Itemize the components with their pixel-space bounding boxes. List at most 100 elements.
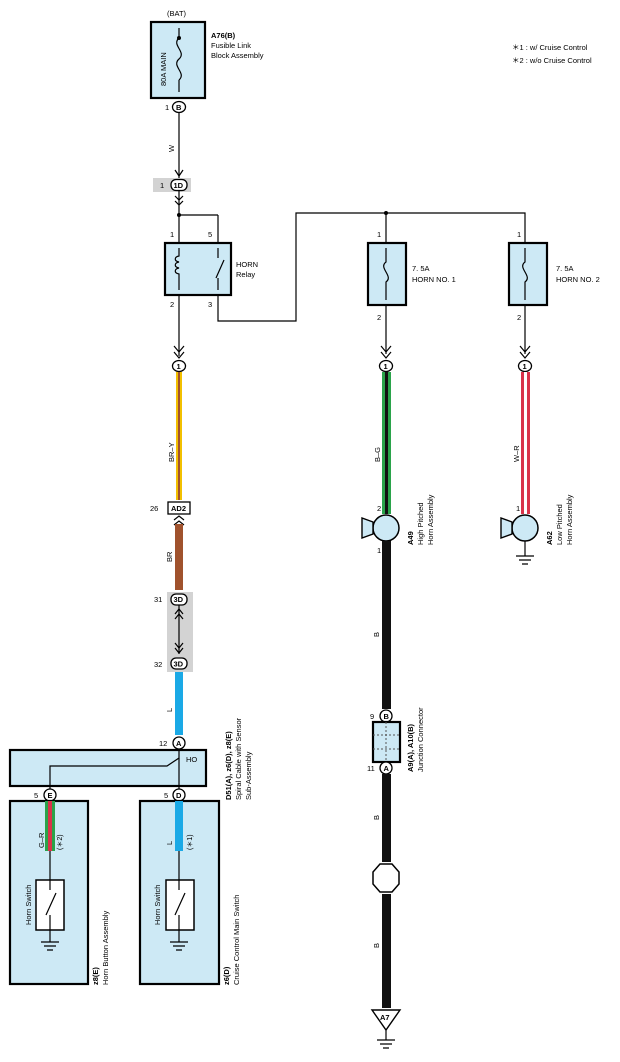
high-horn-name2: Horn Assembly	[426, 494, 435, 545]
high-horn-pin-out: 1	[377, 546, 381, 555]
connector-low-horn	[517, 359, 533, 373]
wire-b-ground	[382, 541, 391, 709]
pin-12: 12	[159, 739, 167, 748]
wire-w-label: W	[167, 144, 176, 152]
ground-point-code: A7	[380, 1013, 390, 1022]
horn-button-code: z8(E)	[91, 967, 100, 985]
fusible-link-pin: 1	[165, 103, 169, 112]
fusible-link-name1: Fusible Link	[211, 41, 251, 50]
note-cruise-control: ＊1 : w/ Cruise Control	[512, 43, 588, 52]
fuse1-icon	[383, 248, 389, 300]
junction-code: A9(A), A10(B)	[406, 723, 415, 772]
connector-left-1	[171, 359, 187, 373]
ground-1-icon	[41, 941, 59, 951]
horn-switch-1-icon	[45, 880, 57, 942]
battery-label: (BAT)	[167, 9, 187, 18]
horn-switch-1-label: Horn Switch	[24, 885, 33, 925]
pin-32: 32	[154, 660, 162, 669]
wire-b-label-1: B	[372, 632, 381, 637]
wire-br-y-label: BR–Y	[167, 442, 176, 462]
wire-w-r-label: W–R	[512, 445, 521, 462]
fuse1-pin-top: 1	[377, 230, 381, 239]
horn-button-name: Horn Button Assembly	[101, 911, 110, 985]
fuse2-rating: 7. 5A	[556, 264, 574, 273]
spiral-cable-box	[8, 748, 208, 788]
relay-pin5: 5	[208, 230, 212, 239]
junction-pin-top: 9	[370, 712, 374, 721]
wire-l-cruise-label: L	[165, 841, 174, 845]
fuse1-pin-bottom: 2	[377, 313, 381, 322]
wire-g-r-label: G–R	[37, 832, 46, 848]
wire-l-cruise	[175, 801, 183, 851]
spiral-cable-name1: Spiral Cable with Sensor	[234, 717, 243, 800]
ground-4-icon	[516, 555, 534, 565]
high-horn-icon	[372, 514, 400, 542]
wire-br	[175, 524, 183, 590]
spiral-signal-label: HO	[186, 755, 197, 764]
low-horn-code: A62	[545, 531, 554, 545]
connector-junction-b-label: B	[384, 712, 390, 721]
ground-point-icon	[370, 1009, 402, 1032]
fuse2-box	[507, 241, 549, 307]
connector-1d-pin: 1	[160, 181, 164, 190]
low-horn-pin-in: 1	[516, 504, 520, 513]
low-horn-name1: Low Pitched	[555, 504, 564, 545]
connector-high-horn-label: 1	[384, 362, 388, 371]
fusible-link-code: A76(B)	[211, 31, 236, 40]
horn-switch-2-icon	[174, 880, 186, 942]
relay-name1: HORN	[236, 260, 258, 269]
connector-b-label: B	[176, 103, 182, 112]
horn-button-pin: 5	[34, 791, 38, 800]
wire-b-label-2: B	[372, 815, 381, 820]
fuse1-name: HORN NO. 1	[412, 275, 456, 284]
fusible-link-name2: Block Assembly	[211, 51, 264, 60]
horn-button-note: (＊2)	[57, 834, 64, 850]
wire-l	[175, 672, 183, 735]
connector-3d-bottom-label: 3D	[174, 660, 184, 669]
connector-d-label: D	[176, 791, 182, 800]
relay-pin1: 1	[170, 230, 174, 239]
low-horn-name2: Horn Assembly	[565, 494, 574, 545]
connector-left-1-label: 1	[177, 362, 181, 371]
cruise-switch-note: (＊1)	[187, 834, 194, 850]
spiral-cable-code: D51(A), z6(D), z8(E)	[224, 731, 233, 800]
relay-name2: Relay	[236, 270, 255, 279]
junction-pin-bottom: 11	[367, 764, 375, 773]
fuse2-name: HORN NO. 2	[556, 275, 600, 284]
high-horn-name1: High Pitched	[416, 502, 425, 545]
horn-switch-2-label: Horn Switch	[153, 885, 162, 925]
spiral-cable-name2: Sub-Assembly	[244, 751, 253, 800]
fuse2-icon	[522, 248, 528, 300]
connector-e-label: E	[48, 791, 53, 800]
connector-3d-top-label: 3D	[174, 595, 184, 604]
relay-coil-icon	[174, 248, 180, 290]
connector-ad2-label: AD2	[171, 504, 186, 513]
ground-2-icon	[170, 941, 188, 951]
wire-br-label: BR	[165, 551, 174, 562]
cruise-switch-code: z6(D)	[222, 966, 231, 985]
junction-name: Junction Connector	[416, 707, 425, 772]
wire-b-g-label: B–G	[373, 447, 382, 462]
connector-1d-label: 1D	[174, 181, 184, 190]
low-horn-icon	[511, 514, 539, 542]
ground-3-icon	[377, 1030, 395, 1049]
cruise-switch-name: Cruise Control Main Switch	[232, 895, 241, 985]
connector-low-horn-label: 1	[523, 362, 527, 371]
splice-point-icon	[372, 863, 400, 893]
fuse2-pin-bottom: 2	[517, 313, 521, 322]
connector-ad2	[167, 501, 191, 515]
note-no-cruise-control: ＊2 : w/o Cruise Control	[512, 56, 592, 65]
fuse2-pin-top: 1	[517, 230, 521, 239]
wire-l-label: L	[165, 708, 174, 712]
connector-junction-a-label: A	[384, 764, 390, 773]
pin-26: 26	[150, 504, 158, 513]
connector-a-spiral-label: A	[176, 739, 182, 748]
high-horn-code: A49	[406, 531, 415, 545]
horn-relay-box	[163, 241, 233, 297]
relay-pin2: 2	[170, 300, 174, 309]
high-horn-pin-in: 2	[377, 504, 381, 513]
connector-3d-bottom	[170, 657, 188, 670]
fuse1-rating: 7. 5A	[412, 264, 430, 273]
cruise-switch-pin: 5	[164, 791, 168, 800]
